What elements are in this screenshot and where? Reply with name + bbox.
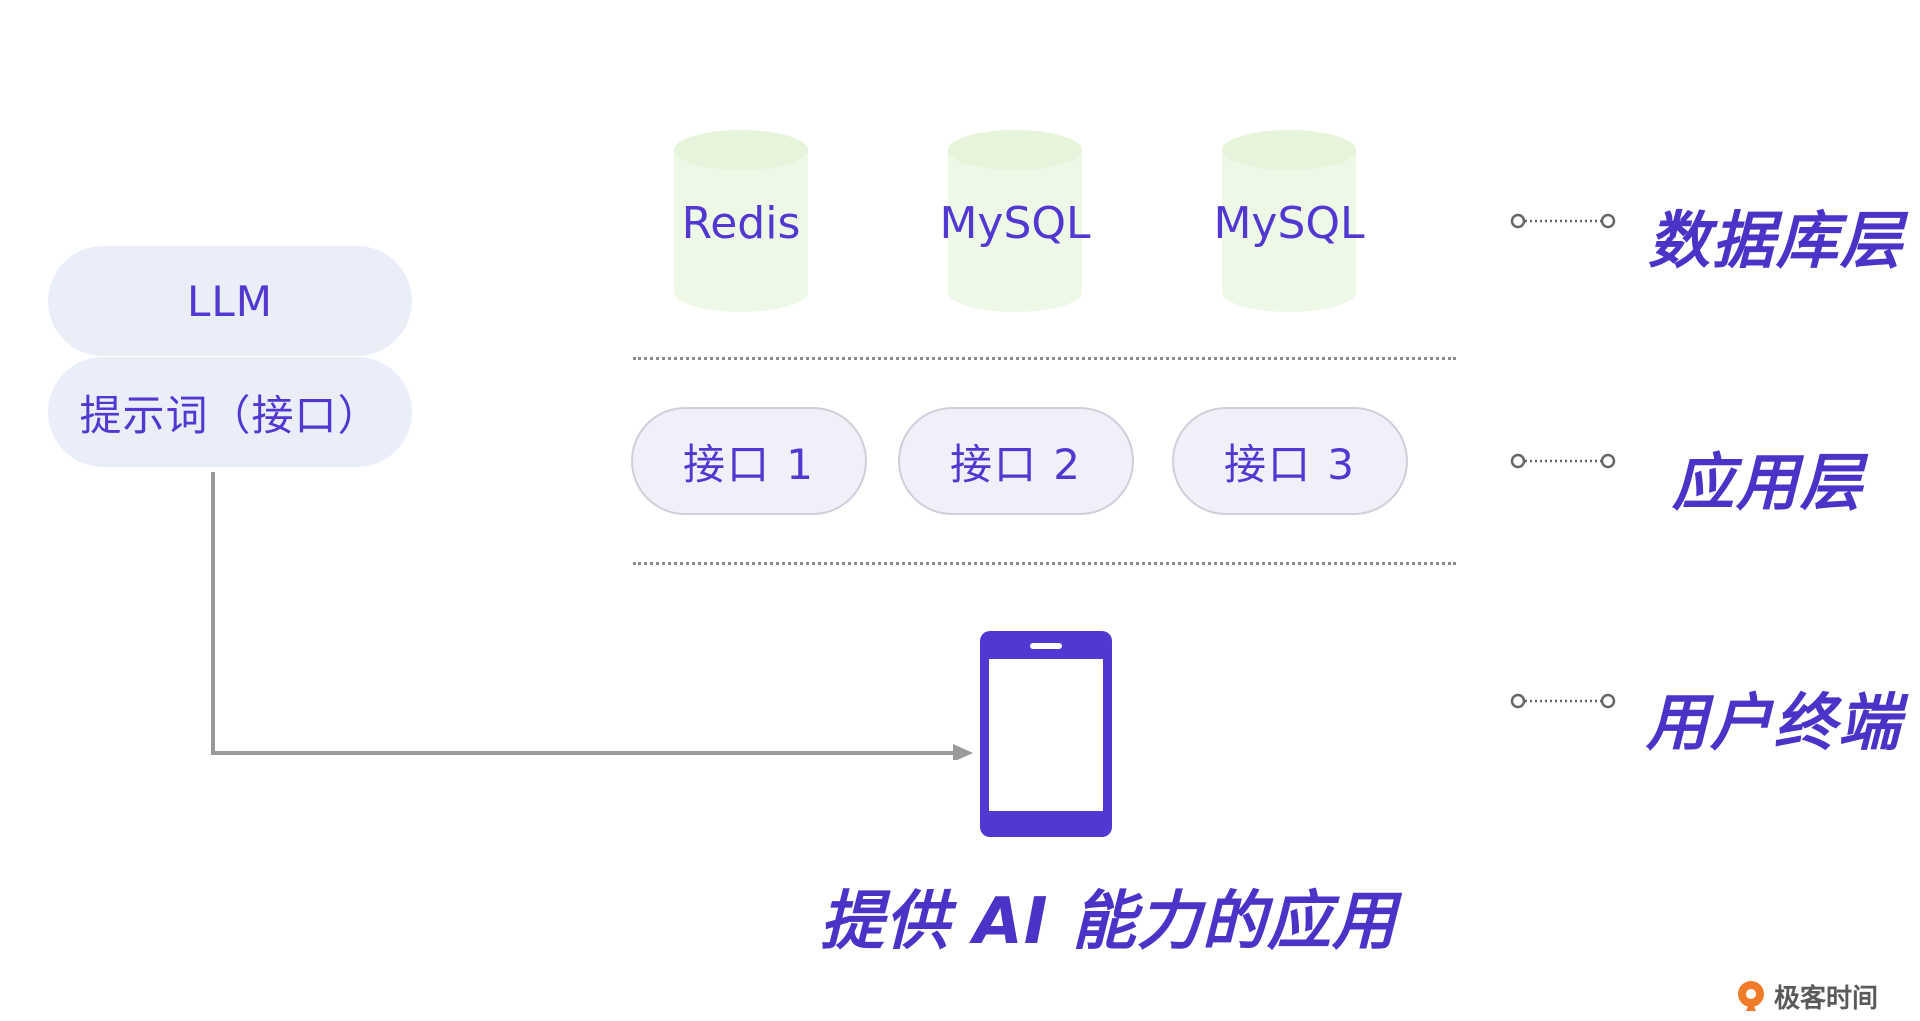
database-label: MySQL — [1213, 198, 1365, 249]
database-cylinder: MySQL — [939, 128, 1091, 314]
database-cylinder: MySQL — [1213, 128, 1365, 314]
database-label: Redis — [681, 198, 801, 249]
diagram-caption: 提供 AI 能力的应用 — [820, 885, 1397, 959]
layer-divider — [633, 357, 1456, 360]
database-label: MySQL — [939, 198, 1091, 249]
phone-icon — [980, 631, 1112, 837]
connector-arrow — [211, 472, 973, 760]
cylinder-shape — [1222, 130, 1356, 312]
llm-pill: LLM — [48, 246, 412, 356]
interface-label: 接口 1 — [682, 439, 816, 489]
database-layer-title: 数据库层 — [1648, 204, 1905, 277]
terminal-layer-title: 用户终端 — [1646, 686, 1903, 759]
database-cylinder: Redis — [672, 128, 810, 314]
cylinder-shape — [948, 130, 1082, 312]
cylinder-shape — [674, 130, 808, 312]
layer-connector — [1510, 453, 1616, 469]
application-layer-title: 应用层 — [1672, 446, 1865, 519]
layer-divider — [633, 562, 1456, 565]
interface-label: 接口 2 — [949, 439, 1083, 489]
layer-connector — [1510, 213, 1616, 229]
llm-label: LLM — [186, 276, 274, 326]
watermark-text: 极客时间 — [1774, 983, 1879, 1014]
prompt-pill: 提示词（接口） — [48, 357, 412, 467]
layer-connector — [1510, 693, 1616, 709]
prompt-label: 提示词（接口） — [79, 390, 381, 440]
interface-pill: 接口 3 — [1172, 407, 1408, 515]
interface-pill: 接口 1 — [631, 407, 867, 515]
interface-pill: 接口 2 — [898, 407, 1134, 515]
geektime-logo-icon — [1738, 981, 1764, 1011]
interface-label: 接口 3 — [1223, 439, 1357, 489]
watermark: 极客时间 — [1734, 976, 1878, 1016]
